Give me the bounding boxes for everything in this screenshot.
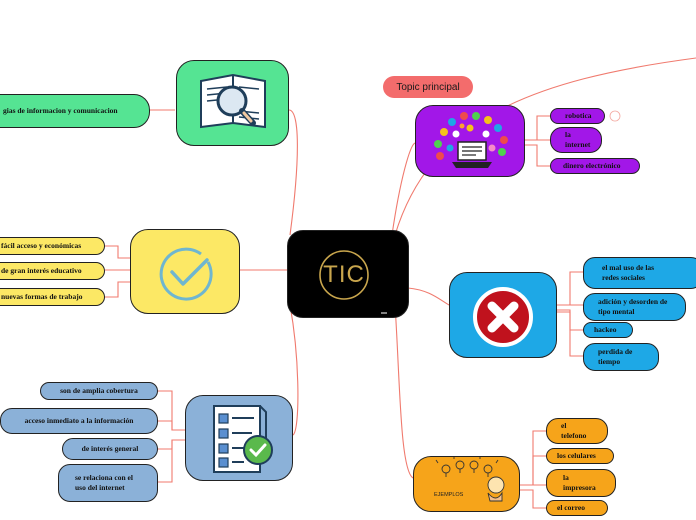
right-mid-pill-1[interactable]: el mal uso de las redes sociales: [583, 257, 696, 289]
checklist-document-icon: [213, 405, 273, 473]
right-mid-label-4: perdida de tiempo: [598, 346, 633, 366]
left-mid-pill-1[interactable]: fácil acceso y económicas: [0, 237, 105, 255]
right-mid-label-1: el mal uso de las redes sociales: [602, 262, 655, 282]
right-bottom-pill-4[interactable]: el correo: [546, 500, 608, 516]
right-bottom-pill-3[interactable]: la impresora: [546, 469, 616, 497]
right-top-label-1: robotica: [565, 110, 592, 120]
left-mid-pill-2[interactable]: de gran interés educativo: [0, 262, 105, 280]
left-mid-label-3: nuevas formas de trabajo: [1, 291, 83, 301]
right-top-pill-3[interactable]: dinero electrónico: [550, 158, 640, 174]
right-top-label-2: la internet: [565, 129, 591, 149]
right-bottom-pill-1[interactable]: el telefono: [546, 418, 608, 444]
examples-hub-node[interactable]: EJEMPLOS: [413, 456, 520, 512]
left-mid-pill-3[interactable]: nuevas formas de trabajo: [0, 288, 105, 306]
left-mid-label-1: fácil acceso y económicas: [1, 240, 82, 250]
right-mid-pill-3[interactable]: hackeo: [583, 322, 633, 338]
left-bottom-label-2: acceso inmediato a la información: [24, 415, 134, 425]
center-node[interactable]: TIC: [287, 230, 409, 318]
right-mid-pill-2[interactable]: adición y desorden de tipo mental: [583, 293, 686, 321]
tech-laptop-icon: [434, 112, 508, 168]
right-bottom-label-3: la impresora: [563, 472, 596, 492]
right-top-pill-1[interactable]: robotica: [550, 108, 605, 124]
checkmark-circle-icon: [159, 247, 213, 301]
right-bottom-label-1: el telefono: [561, 420, 587, 440]
right-top-label-3: dinero electrónico: [563, 160, 621, 170]
right-mid-label-3: hackeo: [594, 324, 617, 334]
right-bottom-label-2: los celulares: [557, 450, 596, 460]
disadvantages-hub-node[interactable]: [449, 272, 557, 358]
right-mid-label-2: adición y desorden de tipo mental: [598, 296, 668, 316]
left-bottom-label-4: se relaciona con el uso del internet: [75, 472, 133, 492]
left-bottom-pill-4[interactable]: se relaciona con el uso del internet: [58, 464, 158, 502]
center-label: TIC: [323, 261, 365, 288]
examples-caption: EJEMPLOS: [434, 492, 464, 498]
left-bottom-label-1: son de amplia cobertura: [60, 385, 138, 395]
right-bottom-label-4: el correo: [557, 502, 585, 512]
red-x-icon: [473, 287, 533, 347]
info-hub-node[interactable]: [176, 60, 289, 146]
right-top-pill-2[interactable]: la internet: [550, 127, 602, 153]
magnifier-book-icon: [200, 73, 266, 129]
left-top-label: gias de informacion y comunicacion: [3, 105, 118, 115]
left-mid-label-2: de gran interés educativo: [1, 265, 82, 275]
advantages-hub-node[interactable]: [130, 229, 240, 314]
lightbulbs-icon: [435, 457, 505, 502]
right-bottom-pill-2[interactable]: los celulares: [546, 448, 614, 464]
left-top-pill[interactable]: gias de informacion y comunicacion: [0, 94, 150, 128]
left-bottom-label-3: de interés general: [81, 443, 139, 453]
tech-hub-node[interactable]: [415, 105, 525, 177]
left-bottom-pill-2[interactable]: acceso inmediato a la información: [0, 408, 158, 434]
left-bottom-pill-1[interactable]: son de amplia cobertura: [40, 382, 158, 400]
left-bottom-pill-3[interactable]: de interés general: [62, 438, 158, 460]
tic-logo-icon: [319, 250, 387, 314]
topic-principal-node[interactable]: Topic principal: [383, 76, 473, 98]
features-hub-node[interactable]: [185, 395, 293, 481]
right-mid-pill-4[interactable]: perdida de tiempo: [583, 343, 659, 371]
